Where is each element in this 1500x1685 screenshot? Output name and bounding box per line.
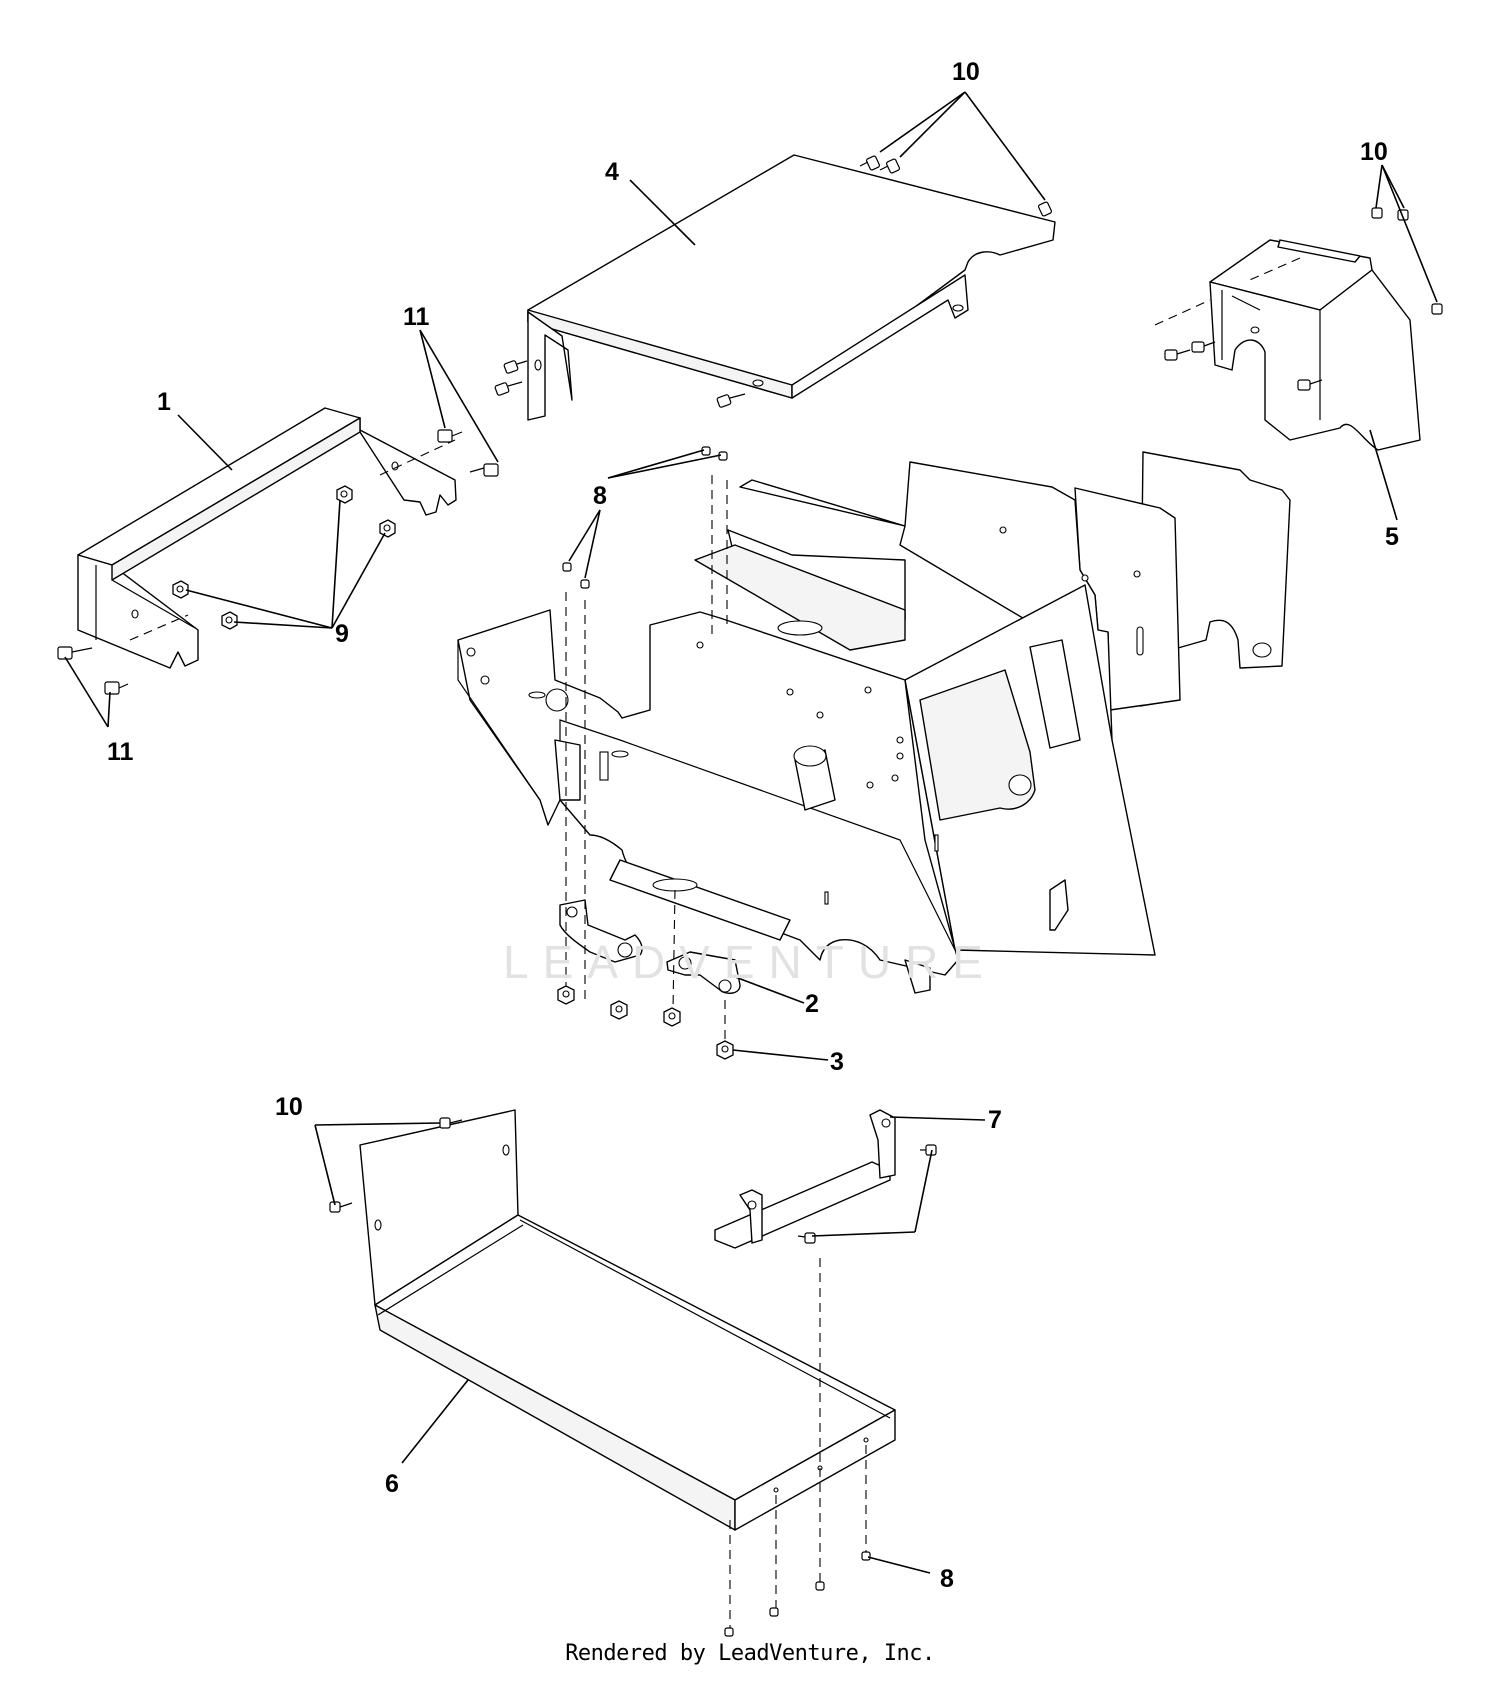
callout-7: 7	[988, 1106, 1002, 1134]
part-7-bracket-bar[interactable]	[714, 1109, 896, 1249]
nut-icon	[221, 611, 238, 630]
bolt-icon	[437, 429, 463, 443]
callout-10-top: 10	[952, 58, 980, 86]
callout-10-right: 10	[1360, 138, 1388, 166]
bolt-icon	[1371, 207, 1383, 219]
bolt-icon	[879, 158, 901, 174]
callout-11-top: 11	[403, 303, 430, 331]
bolt-icon	[57, 646, 93, 660]
bolt-icon	[580, 579, 590, 589]
callout-8-upper: 8	[593, 482, 607, 510]
bolt-icon	[494, 381, 523, 396]
bolt-icon	[329, 1201, 353, 1213]
nut-icon	[716, 1040, 734, 1060]
bolt-icon	[1297, 379, 1323, 391]
bolt-icon	[469, 463, 499, 477]
nut-icon	[610, 1000, 628, 1020]
bolt-icon	[797, 1232, 816, 1244]
watermark-text: LEADVENTURE	[503, 936, 997, 988]
bolt-icon	[769, 1607, 779, 1617]
bolt-icon	[815, 1581, 825, 1591]
callout-10-bottom: 10	[275, 1093, 303, 1121]
nut-icon	[379, 519, 396, 538]
callout-8-lower: 8	[940, 1565, 954, 1593]
main-chassis-frame[interactable]	[457, 451, 1291, 994]
nut-icon	[336, 485, 353, 504]
nut-icon	[663, 1007, 681, 1027]
callout-3: 3	[830, 1048, 844, 1076]
part-6-bottom-tray[interactable]	[359, 1109, 896, 1531]
bolt-icon	[859, 155, 881, 171]
callout-4: 4	[605, 158, 619, 186]
callout-9: 9	[335, 620, 349, 648]
nut-icon	[557, 985, 575, 1005]
bolt-icon	[503, 360, 528, 374]
callout-labels: 10 4 10 5 11 1 9 11 8 2 3 7 10 6 8	[107, 58, 1399, 1593]
part-2-lower-brackets[interactable]	[559, 899, 741, 994]
part-4-top-cover[interactable]	[527, 154, 1056, 421]
bolt-icon	[1191, 341, 1216, 353]
bolt-icon	[1037, 201, 1053, 217]
bolt-icon	[104, 681, 129, 695]
bolt-icon	[716, 393, 746, 408]
callout-11-bottom: 11	[107, 738, 134, 766]
alignment-lines	[129, 257, 1301, 1628]
bolt-icon	[562, 562, 572, 572]
part-5-rear-cover[interactable]	[1209, 239, 1421, 451]
callout-2: 2	[805, 990, 819, 1018]
bolts	[57, 155, 1443, 1637]
bolt-icon	[1431, 303, 1443, 315]
part-1-left-cover[interactable]	[77, 407, 457, 669]
nut-icon	[172, 580, 189, 599]
bolt-icon	[1164, 349, 1191, 361]
bolt-icon	[861, 1551, 871, 1561]
bolt-icon	[718, 451, 728, 461]
nuts	[172, 485, 734, 1060]
bolt-icon	[724, 1627, 734, 1637]
bolt-icon	[920, 1144, 937, 1156]
leader-lines	[64, 91, 1438, 1574]
callout-1: 1	[157, 388, 171, 416]
callout-6: 6	[385, 1470, 399, 1498]
footer-credit: Rendered by LeadVenture, Inc.	[565, 1641, 935, 1666]
callout-5: 5	[1385, 523, 1399, 551]
